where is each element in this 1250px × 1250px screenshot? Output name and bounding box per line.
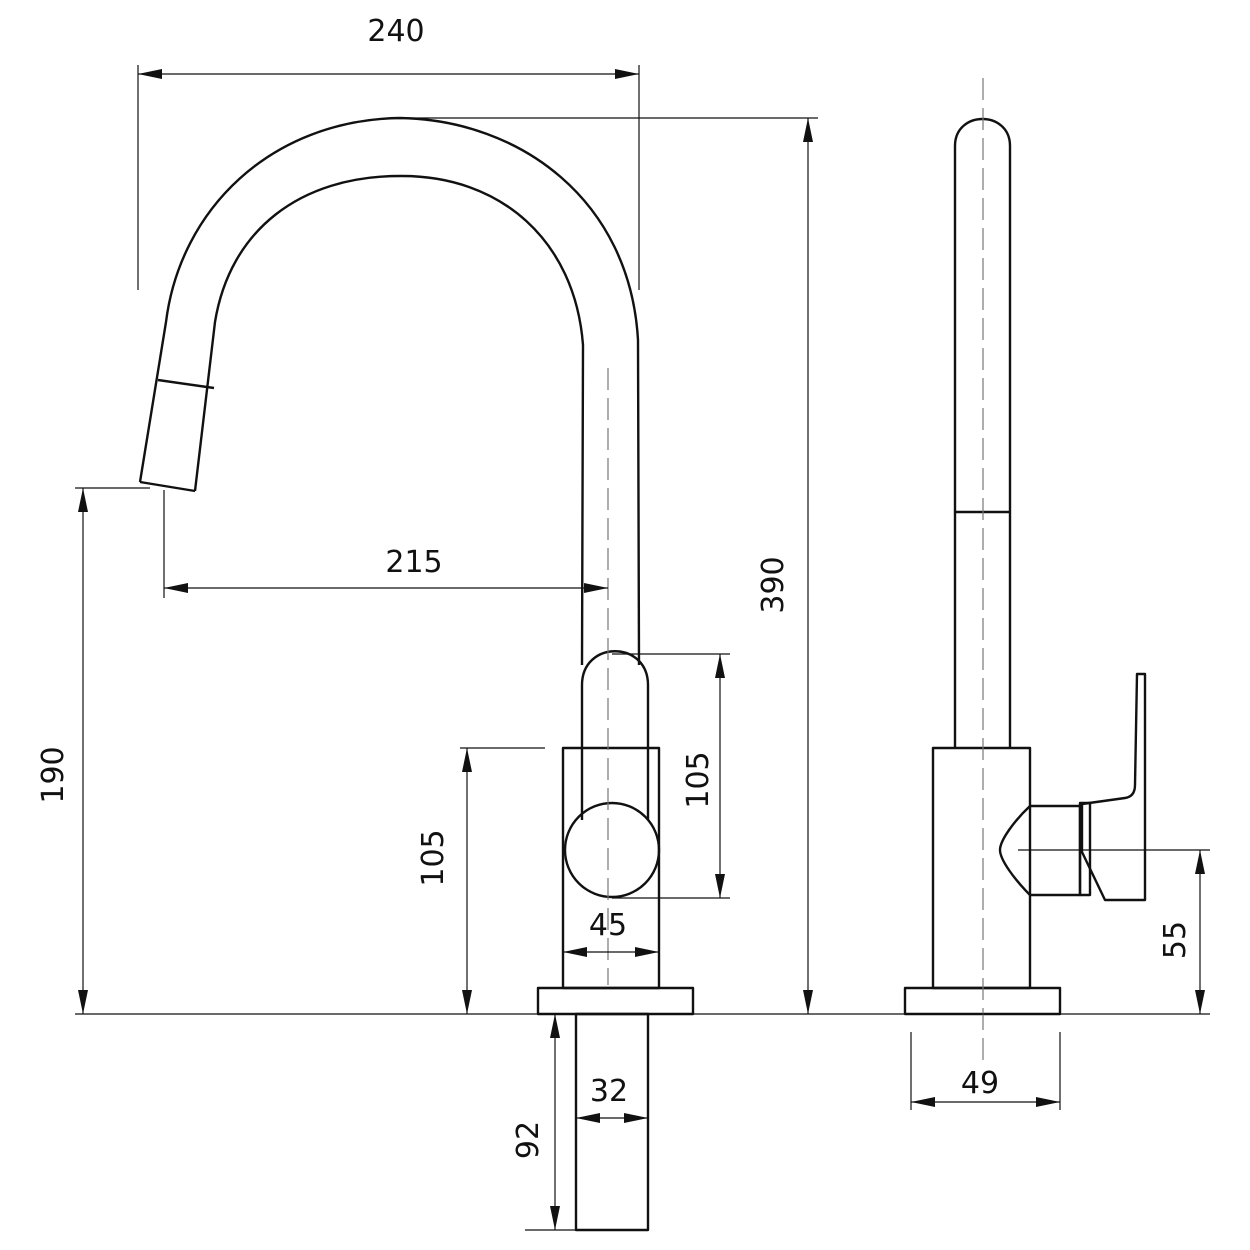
dim-92-label: 92 — [511, 1121, 546, 1159]
side-view — [903, 78, 1147, 1060]
side-body — [931, 746, 1032, 990]
dimensions: 240 215 390 190 105 105 45 92 32 — [36, 14, 1210, 1231]
dim-55-label: 55 — [1158, 921, 1193, 959]
dim-390-label: 390 — [756, 556, 791, 613]
dim-32-label: 32 — [590, 1074, 628, 1109]
handle-lever — [580, 650, 650, 820]
shank — [574, 1012, 650, 1232]
dim-240-label: 240 — [367, 14, 424, 49]
spout-outlet-end — [139, 480, 196, 493]
side-cartridge-collar — [998, 804, 1082, 897]
front-view — [138, 116, 695, 1232]
handle-hub — [563, 801, 661, 899]
dim-105-body-label: 105 — [416, 829, 451, 886]
spout-inner-contour — [193, 174, 585, 666]
spout-pullout-joint — [157, 378, 215, 390]
side-lever — [1080, 672, 1147, 902]
base-plate — [536, 986, 695, 1016]
dim-49-label: 49 — [961, 1066, 999, 1101]
dim-105-handle-label: 105 — [681, 751, 716, 808]
spout-outer-contour — [138, 116, 641, 666]
dim-45-label: 45 — [589, 908, 627, 943]
dim-190-label: 190 — [36, 746, 71, 803]
dim-215-label: 215 — [385, 545, 442, 580]
